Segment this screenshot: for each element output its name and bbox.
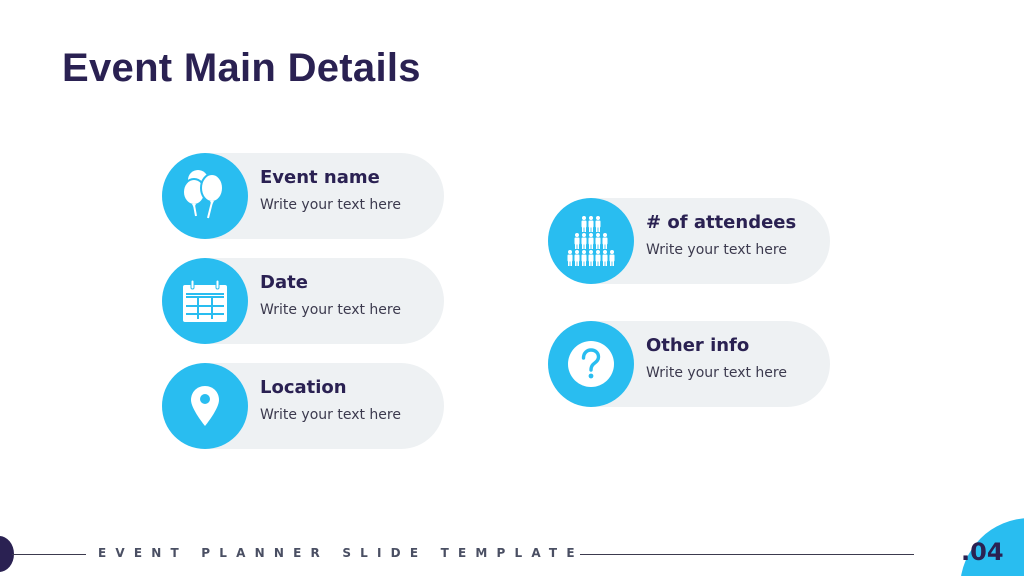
card-description[interactable]: Write your text here [646,365,787,381]
icon-circle [548,321,634,407]
card-date: Date Write your text here [162,258,444,344]
people-group-icon [567,216,615,266]
question-icon [568,341,614,387]
footer-line-left [12,554,86,555]
card-label: Location [260,377,347,398]
card-label: Date [260,272,308,293]
card-other-info: Other info Write your text here [548,321,830,407]
card-event-name: Event name Write your text here [162,153,444,239]
map-pin-icon [191,386,219,426]
card-label: # of attendees [646,212,797,233]
card-attendees: # of attendees Write your text here [548,198,830,284]
icon-circle [162,258,248,344]
footer-line-right [580,554,914,555]
card-description[interactable]: Write your text here [260,197,401,213]
card-location: Location Write your text here [162,363,444,449]
icon-circle [162,153,248,239]
card-description[interactable]: Write your text here [260,302,401,318]
icon-circle [548,198,634,284]
card-description[interactable]: Write your text here [260,407,401,423]
footer-dot [0,536,14,572]
card-description[interactable]: Write your text here [646,242,787,258]
icon-circle [162,363,248,449]
card-label: Event name [260,167,380,188]
slide-title: Event Main Details [62,46,421,90]
page-number: .04 [961,538,1004,566]
card-label: Other info [646,335,750,356]
balloons-icon [182,170,224,219]
footer-text: EVENT PLANNER SLIDE TEMPLATE [98,546,584,560]
calendar-icon [183,279,227,322]
